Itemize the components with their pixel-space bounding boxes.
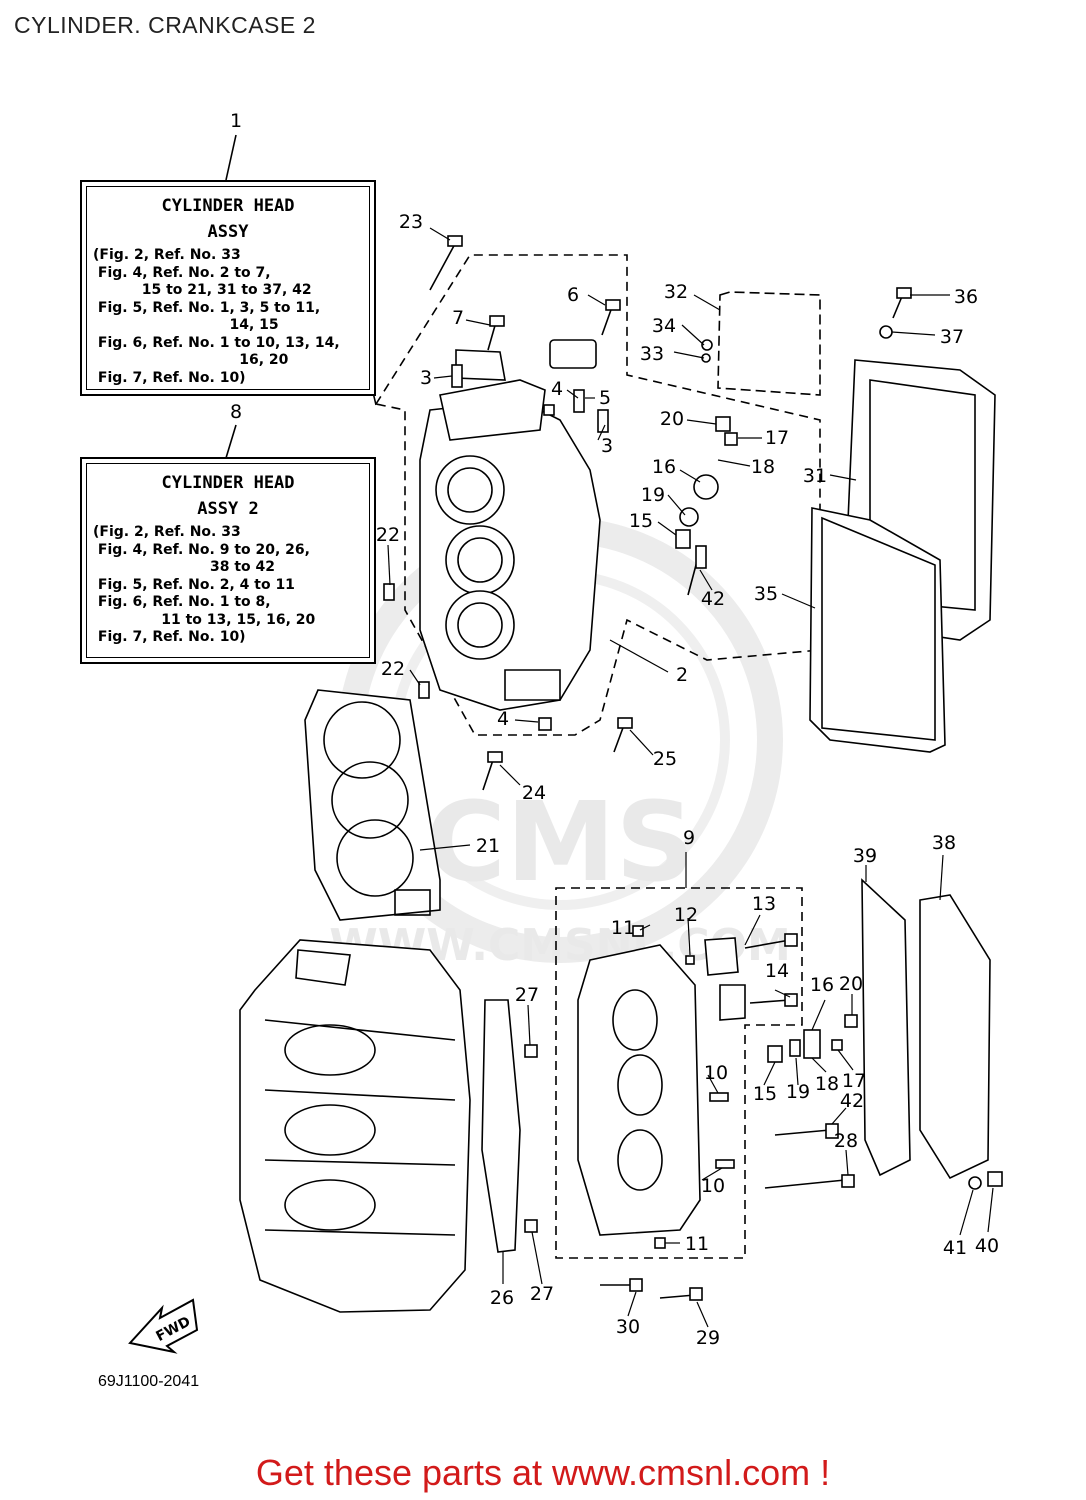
note-line: Fig. 4, Ref. No. 9 to 20, 26, <box>93 541 310 558</box>
fwd-arrow: FWD <box>128 1298 199 1354</box>
note-line: Fig. 6, Ref. No. 1 to 10, 13, 14, <box>93 334 340 351</box>
callout-label: 42 <box>840 1090 864 1112</box>
note-line: 15 to 21, 31 to 37, 42 <box>93 282 312 298</box>
cylinder-head-2 <box>555 887 803 1259</box>
callout-label: 10 <box>704 1062 728 1084</box>
callout-label: 23 <box>399 211 423 233</box>
callout-label: 14 <box>765 960 789 982</box>
callout-label: 3 <box>601 435 613 457</box>
callout-label: 21 <box>476 835 500 857</box>
callout-label: 10 <box>701 1175 725 1197</box>
callout-label: 20 <box>660 408 684 430</box>
callout-label: 4 <box>497 708 509 730</box>
note-box-cylinder-head-assy-2: CYLINDER HEAD ASSY 2 (Fig. 2, Ref. No. 3… <box>80 457 376 664</box>
note-title-line: CYLINDER HEAD <box>161 473 295 493</box>
callout-label: 8 <box>230 401 242 423</box>
callout-label: 4 <box>551 378 563 400</box>
note-box-cylinder-head-assy: CYLINDER HEAD ASSY (Fig. 2, Ref. No. 33 … <box>80 180 376 396</box>
head-gasket <box>304 689 441 921</box>
callout-label: 22 <box>376 524 400 546</box>
callout-label: 31 <box>803 465 827 487</box>
note-line: (Fig. 2, Ref. No. 33 <box>93 524 241 540</box>
leader-lines <box>387 227 994 1328</box>
callout-label: 27 <box>530 1283 554 1305</box>
callout-label: 37 <box>940 326 964 348</box>
callout-label: 13 <box>752 893 776 915</box>
callout-label: 12 <box>674 904 698 926</box>
callout-label: 9 <box>683 827 695 849</box>
note-line: Fig. 7, Ref. No. 10) <box>93 629 246 645</box>
drawing-code: 69J1100-2041 <box>98 1373 200 1390</box>
callout-label: 35 <box>754 583 778 605</box>
watermark-brand: CMS <box>425 778 694 906</box>
callout-label: 20 <box>839 973 863 995</box>
note-line: 16, 20 <box>93 352 289 368</box>
callout-label: 27 <box>515 984 539 1006</box>
callout-label: 19 <box>786 1081 810 1103</box>
note-box-inner: CYLINDER HEAD ASSY 2 (Fig. 2, Ref. No. 3… <box>86 463 370 658</box>
callout-label: 2 <box>676 664 688 686</box>
callout-label: 15 <box>629 510 653 532</box>
note-title-line: CYLINDER HEAD <box>161 196 295 216</box>
callout-label: 30 <box>616 1316 640 1338</box>
callout-label: 1 <box>230 110 242 132</box>
note-line: (Fig. 2, Ref. No. 33 <box>93 247 241 263</box>
callout-label: 38 <box>932 832 956 854</box>
callout-label: 40 <box>975 1235 999 1257</box>
note-line: Fig. 5, Ref. No. 1, 3, 5 to 11, <box>93 299 321 316</box>
callout-label: 19 <box>641 484 665 506</box>
callout-label: 15 <box>753 1083 777 1105</box>
callout-label: 18 <box>815 1073 839 1095</box>
callout-label: 39 <box>853 845 877 867</box>
callout-label: 28 <box>834 1130 858 1152</box>
callout-label: 33 <box>640 343 664 365</box>
fasteners <box>383 235 1003 1301</box>
note-title-line: ASSY <box>207 222 249 242</box>
note-line: Fig. 7, Ref. No. 10) <box>93 369 246 386</box>
note-box-inner: CYLINDER HEAD ASSY (Fig. 2, Ref. No. 33 … <box>86 186 370 390</box>
callout-label: 26 <box>490 1287 514 1309</box>
callout-label: 22 <box>381 658 405 680</box>
callout-label: 3 <box>420 367 432 389</box>
rocker-cover <box>717 291 996 753</box>
callout-label: 32 <box>664 281 688 303</box>
callout-label: 6 <box>567 284 579 306</box>
callout-label: 17 <box>842 1070 866 1092</box>
page-title: CYLINDER. CRANKCASE 2 <box>14 12 316 38</box>
callout-label: 17 <box>765 427 789 449</box>
callout-label: 16 <box>652 456 676 478</box>
callout-label: 42 <box>701 588 725 610</box>
callout-label: 18 <box>751 456 775 478</box>
gasket-26 <box>481 999 521 1253</box>
callout-label: 7 <box>452 307 464 329</box>
cylinder-head-1 <box>374 254 821 736</box>
callout-label: 11 <box>685 1233 709 1255</box>
callout-label: 34 <box>652 315 676 337</box>
callout-label: 11 <box>611 917 635 939</box>
callout-label: 29 <box>696 1327 720 1349</box>
rocker-cover-2 <box>861 878 991 1180</box>
callout-label: 36 <box>954 286 978 308</box>
callout-label: 24 <box>522 782 546 804</box>
note-line: 14, 15 <box>93 317 279 333</box>
parts-link-cta[interactable]: Get these parts at www.cmsnl.com ! <box>255 1452 831 1493</box>
note-line: Fig. 6, Ref. No. 1 to 8, <box>93 594 271 610</box>
callout-label: 25 <box>653 748 677 770</box>
note-title-line: ASSY 2 <box>197 499 259 519</box>
crankcase-block <box>239 939 471 1313</box>
callout-label: 5 <box>599 387 611 409</box>
note-line: Fig. 5, Ref. No. 2, 4 to 11 <box>93 576 295 593</box>
callout-label: 41 <box>943 1237 967 1259</box>
note-line: Fig. 4, Ref. No. 2 to 7, <box>93 264 271 281</box>
note-line: 38 to 42 <box>93 559 275 575</box>
note-line: 11 to 13, 15, 16, 20 <box>93 611 316 628</box>
callout-label: 16 <box>810 974 834 996</box>
